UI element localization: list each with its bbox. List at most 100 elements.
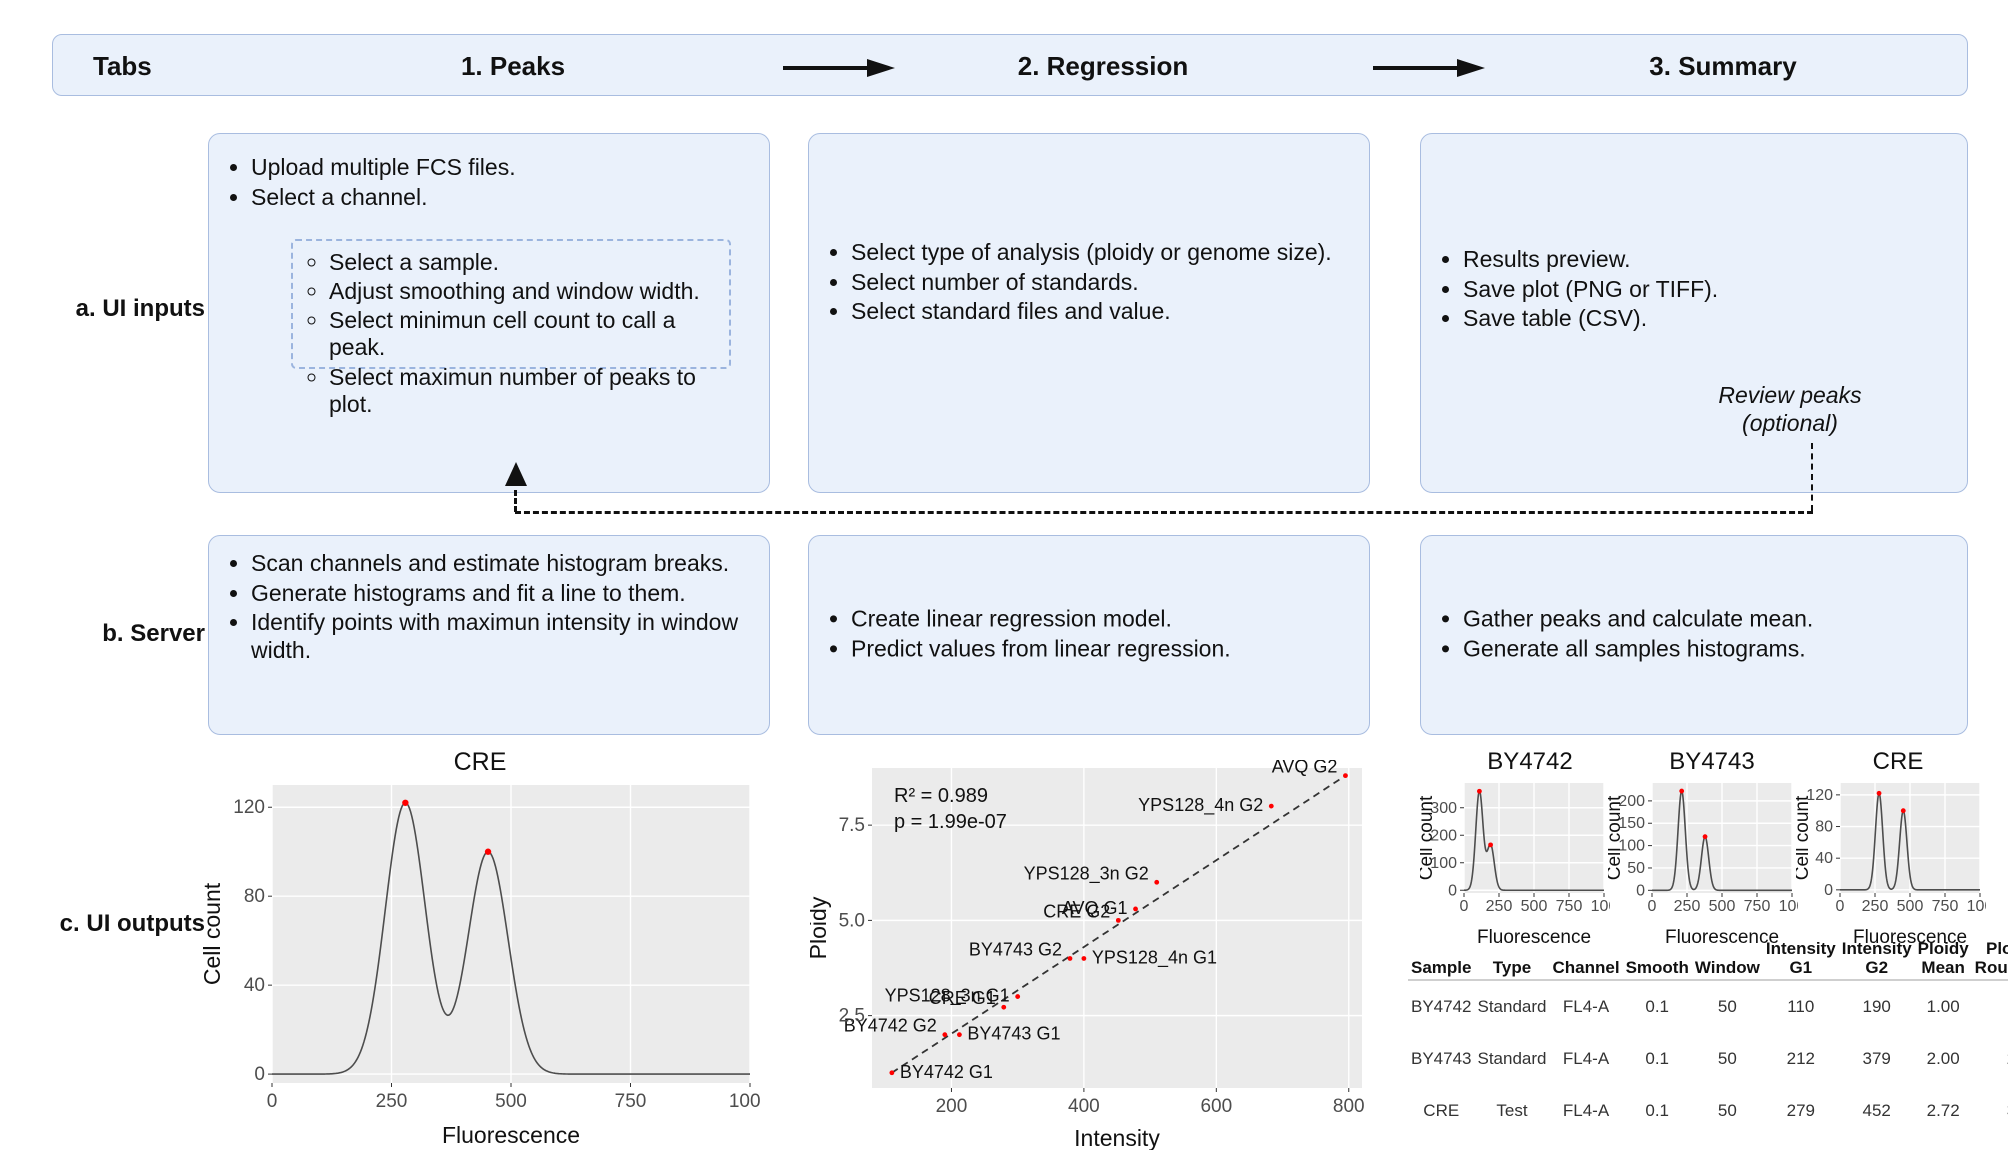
right-arrow-icon-2 <box>1373 59 1485 77</box>
svg-text:120: 120 <box>1806 787 1833 804</box>
col-type-l1: Type <box>1492 957 1532 977</box>
col-ploidy-mean-l1: Ploidy <box>1917 939 1969 958</box>
svg-text:Intensity: Intensity <box>1074 1125 1160 1150</box>
table-cell: 2 <box>1972 1033 2008 1085</box>
feedback-dashed-line <box>515 511 1813 514</box>
col-ploidy-rounded: Ploidy Rounded <box>1972 938 2008 980</box>
right-arrow-icon <box>783 59 895 77</box>
svg-text:YPS128_4n G1: YPS128_4n G1 <box>1092 947 1217 968</box>
table-cell: Test <box>1496 1101 1528 1121</box>
mini-by4743-title: BY4743 <box>1669 748 1755 775</box>
table-cell: 50 <box>1717 1101 1737 1121</box>
svg-text:BY4742 G2: BY4742 G2 <box>844 1016 937 1036</box>
svg-text:CRE G2: CRE G2 <box>1043 901 1110 921</box>
table-cell: CRE <box>1423 1101 1460 1121</box>
tab-summary[interactable]: 3. Summary <box>1649 50 1797 81</box>
list-item: Select type of analysis (ploidy or genom… <box>851 239 1355 267</box>
mini-cre-title: CRE <box>1872 748 1924 775</box>
list-item: Gather peaks and calculate mean. <box>1463 605 1953 633</box>
col-channel: Channel <box>1550 938 1623 980</box>
list-item: Adjust smoothing and window width. <box>329 278 719 305</box>
table-cell: 1.00 <box>1926 997 1960 1017</box>
col-intensity-g1: Intensity G1 <box>1763 938 1839 980</box>
svg-text:300: 300 <box>1430 800 1457 817</box>
tab-regression[interactable]: 2. Regression <box>1017 50 1189 81</box>
col-smooth-l1: Smooth <box>1625 957 1689 977</box>
list-item: Select a sample. <box>329 249 719 276</box>
svg-text:100: 100 <box>1967 898 1986 915</box>
svg-text:100: 100 <box>1430 855 1457 872</box>
svg-text:600: 600 <box>1200 1096 1232 1117</box>
table-cell: 379 <box>1862 1049 1891 1069</box>
svg-text:YPS128_3n G2: YPS128_3n G2 <box>1024 863 1149 884</box>
svg-text:500: 500 <box>1709 898 1736 915</box>
svg-text:200: 200 <box>1430 827 1457 844</box>
mini-by4742-title: BY4742 <box>1487 748 1573 775</box>
table-header-row: Sample Type Channel Smooth Window Intens… <box>1408 938 2008 981</box>
svg-text:120: 120 <box>233 797 265 818</box>
feedback-up-arrow-icon <box>505 462 527 486</box>
svg-text:750: 750 <box>615 1091 647 1112</box>
col-sample: Sample <box>1408 938 1475 980</box>
feedback-dashed-riser <box>514 490 517 512</box>
review-peaks-line2: (optional) <box>1742 409 1838 436</box>
row-label-ui-outputs: c. UI outputs <box>59 910 205 937</box>
cre-plot-title: CRE <box>453 748 507 776</box>
svg-text:400: 400 <box>1068 1096 1100 1117</box>
svg-text:Cell count: Cell count <box>1420 795 1437 880</box>
col-ploidy-mean-l2: Mean <box>1921 957 1965 977</box>
svg-text:80: 80 <box>244 886 265 907</box>
tabs-banner: Tabs 1. Peaks 2. Regression 3. Summary <box>52 34 1968 96</box>
list-item: Create linear regression model. <box>851 605 1355 633</box>
svg-text:750: 750 <box>1932 898 1959 915</box>
table-cell: 2.72 <box>1926 1101 1960 1121</box>
svg-text:500: 500 <box>1897 898 1924 915</box>
list-item: Predict values from linear regression. <box>851 635 1355 663</box>
col-intensity-g2: Intensity G2 <box>1839 938 1915 980</box>
svg-text:500: 500 <box>1521 898 1548 915</box>
svg-text:p = 1.99e-07: p = 1.99e-07 <box>894 811 1007 833</box>
table-cell: 452 <box>1862 1101 1891 1121</box>
list-item: Save table (CSV). <box>1463 305 1953 333</box>
col-intensity-g1-l1: Intensity <box>1765 939 1836 958</box>
svg-text:YPS128_4n G2: YPS128_4n G2 <box>1138 795 1263 816</box>
col-ploidy-rounded-l1: Ploidy <box>1985 939 2008 958</box>
table-cell: 0.1 <box>1645 997 1670 1017</box>
table-cell: 2.00 <box>1926 1049 1960 1069</box>
tab-peaks[interactable]: 1. Peaks <box>460 50 566 81</box>
table-cell: 1 <box>1972 980 2008 1033</box>
col-sample-l1: Sample <box>1411 957 1472 977</box>
svg-text:0: 0 <box>1824 882 1833 899</box>
svg-text:250: 250 <box>1486 898 1513 915</box>
table-cell: BY4742 <box>1411 997 1472 1017</box>
table-cell: FL4-A <box>1562 1101 1610 1121</box>
col-ploidy-mean: Ploidy Mean <box>1915 938 1972 980</box>
svg-text:Cell count: Cell count <box>1796 795 1813 880</box>
svg-text:YPS128_3n G1: YPS128_3n G1 <box>885 986 1010 1007</box>
review-peaks-line1: Review peaks <box>1718 382 1862 408</box>
table-cell: 0.1 <box>1645 1049 1670 1069</box>
svg-text:200: 200 <box>1618 793 1645 810</box>
col-intensity-g2-l2: G2 <box>1865 957 1889 977</box>
svg-text:AVQ G1: AVQ G1 <box>1062 898 1128 918</box>
table-cell: FL4-A <box>1562 997 1610 1017</box>
svg-text:7.5: 7.5 <box>839 815 865 836</box>
svg-text:200: 200 <box>936 1096 968 1117</box>
list-item: Select standard files and value. <box>851 298 1355 326</box>
svg-text:40: 40 <box>1815 850 1833 867</box>
svg-text:150: 150 <box>1618 815 1645 832</box>
table-cell: 0.1 <box>1645 1101 1670 1121</box>
svg-text:Cell count: Cell count <box>200 882 225 985</box>
mini-histogram-by4742: 02505007501000100200300FluorescenceCell … <box>1420 783 1610 945</box>
tabs-row-label: Tabs <box>93 50 152 81</box>
svg-text:80: 80 <box>1815 819 1833 836</box>
svg-text:750: 750 <box>1556 898 1583 915</box>
col-channel-l1: Channel <box>1552 957 1620 977</box>
table-cell: 50 <box>1717 1049 1737 1069</box>
svg-text:Fluorescence: Fluorescence <box>1665 927 1779 945</box>
mini-histogram-by4743: 0250500750100050100150200FluorescenceCel… <box>1608 783 1798 945</box>
ui-inputs-peaks-box: Upload multiple FCS files. Select a chan… <box>208 133 770 493</box>
